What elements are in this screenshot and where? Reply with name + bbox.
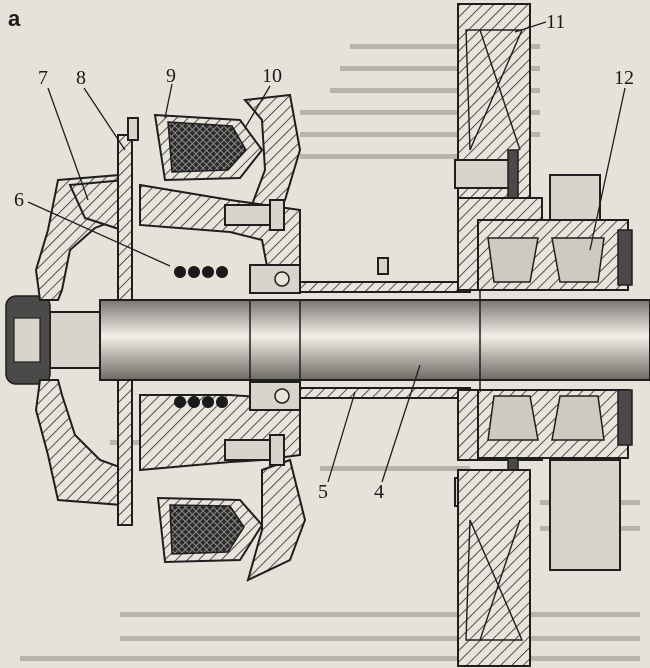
callout-9: 9 xyxy=(166,65,176,87)
callout-8: 8 xyxy=(76,67,86,89)
callout-11: 11 xyxy=(546,11,565,33)
spring-lower xyxy=(174,396,228,408)
pulley-hub-upper xyxy=(34,173,130,301)
callout-5: 5 xyxy=(318,481,328,503)
friction-disc xyxy=(117,117,161,526)
callout-12: 12 xyxy=(614,67,634,89)
callout-10: 10 xyxy=(262,65,282,87)
bolt-upper xyxy=(224,199,285,231)
callout-7: 7 xyxy=(38,67,48,89)
rubber-element-lower xyxy=(156,496,264,564)
small-bearing-lower xyxy=(249,381,301,411)
rubber-element-upper xyxy=(153,113,264,182)
bolt-lower xyxy=(224,434,285,466)
roller-bearing-upper xyxy=(477,174,633,291)
spring-upper xyxy=(174,266,228,278)
small-bearing-upper xyxy=(249,264,301,294)
main-shaft xyxy=(5,290,650,390)
roller-bearing-lower xyxy=(477,389,633,571)
leader-lines xyxy=(27,21,626,483)
callout-4: 4 xyxy=(374,481,384,503)
callout-6: 6 xyxy=(14,189,24,211)
panel-letter: а xyxy=(8,6,21,31)
sleeve xyxy=(299,257,471,399)
